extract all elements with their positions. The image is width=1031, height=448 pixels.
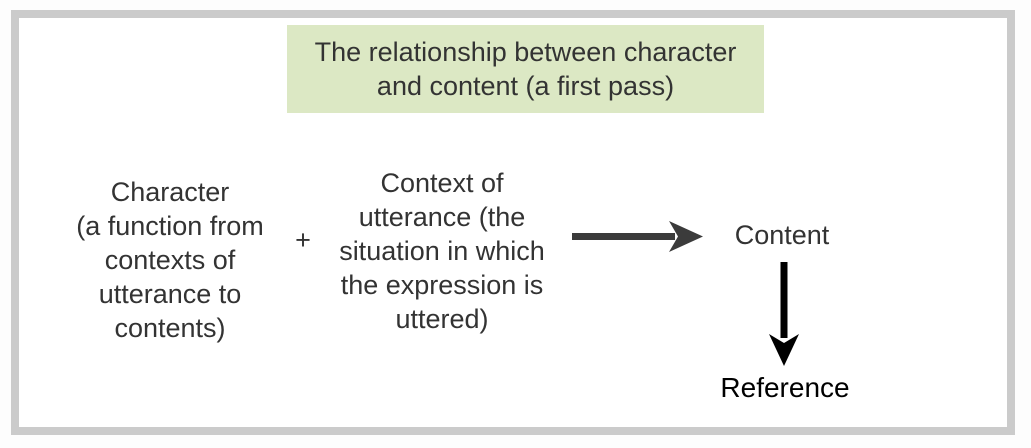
character-line: utterance to	[98, 279, 242, 309]
content-label: Content	[734, 220, 830, 250]
right-arrow-icon	[572, 221, 703, 252]
reference-label: Reference	[720, 372, 850, 403]
context-line: situation in which	[339, 236, 545, 266]
title-line-2: and content (a first pass)	[376, 71, 675, 101]
title-box: The relationship between character and c…	[287, 25, 764, 113]
character-line: contents)	[114, 313, 226, 343]
title-line-1: The relationship between character	[314, 37, 737, 67]
context-line: the expression is	[340, 270, 544, 300]
context-line: uttered)	[395, 304, 489, 334]
character-line: (a function from	[76, 211, 264, 241]
context-block: Context of utterance (the situation in w…	[312, 166, 572, 336]
context-line: Context of	[380, 168, 504, 198]
down-arrow-icon	[769, 262, 799, 366]
context-line: utterance (the	[358, 202, 526, 232]
plus-sign: +	[295, 225, 311, 255]
character-line: Character	[110, 177, 230, 207]
character-line: contexts of	[104, 245, 236, 275]
character-block: Character (a function from contexts of u…	[50, 175, 290, 345]
